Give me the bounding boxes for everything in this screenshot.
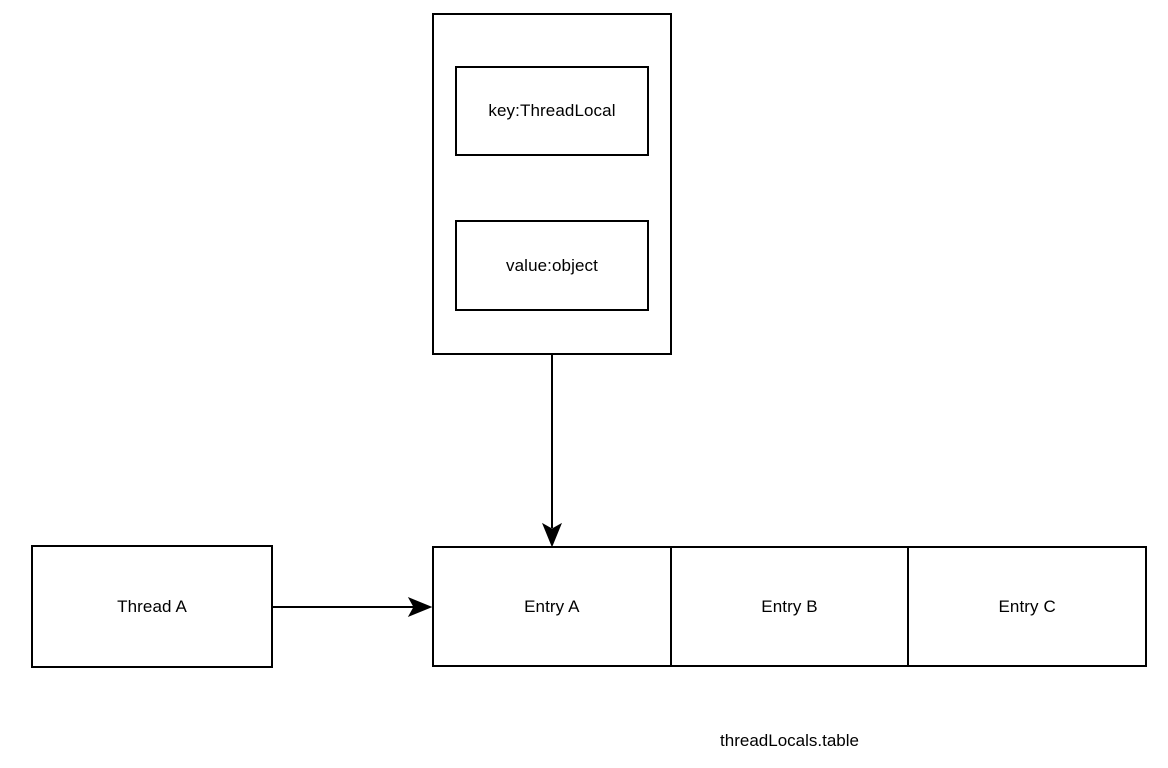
value-field-label: value:object	[506, 255, 598, 275]
edge-thread-to-entry-a-arrowhead	[407, 596, 433, 618]
edge-entry-detail-to-entry-a-arrowhead	[541, 522, 563, 548]
key-field-label: key:ThreadLocal	[488, 101, 616, 120]
table-cell-entry-c-label: Entry C	[998, 596, 1056, 616]
thread-label: Thread A	[117, 596, 187, 616]
key-field-box[interactable]: key:ThreadLocal	[455, 66, 649, 156]
table-cell-entry-a-label: Entry A	[524, 596, 580, 616]
edge-thread-to-entry-a	[273, 596, 433, 618]
table-cell-entry-a[interactable]: Entry A	[434, 548, 670, 665]
value-field-box[interactable]: value:object	[455, 220, 649, 311]
table-cell-entry-b[interactable]: Entry B	[669, 548, 908, 665]
thread-locals-table-row: Entry A Entry B Entry C	[432, 546, 1147, 667]
thread-box[interactable]: Thread A	[31, 545, 273, 668]
table-cell-entry-b-label: Entry B	[761, 596, 818, 616]
edge-entry-detail-to-entry-a	[541, 355, 563, 548]
table-cell-entry-c[interactable]: Entry C	[907, 548, 1146, 665]
table-caption: threadLocals.table	[720, 731, 859, 750]
